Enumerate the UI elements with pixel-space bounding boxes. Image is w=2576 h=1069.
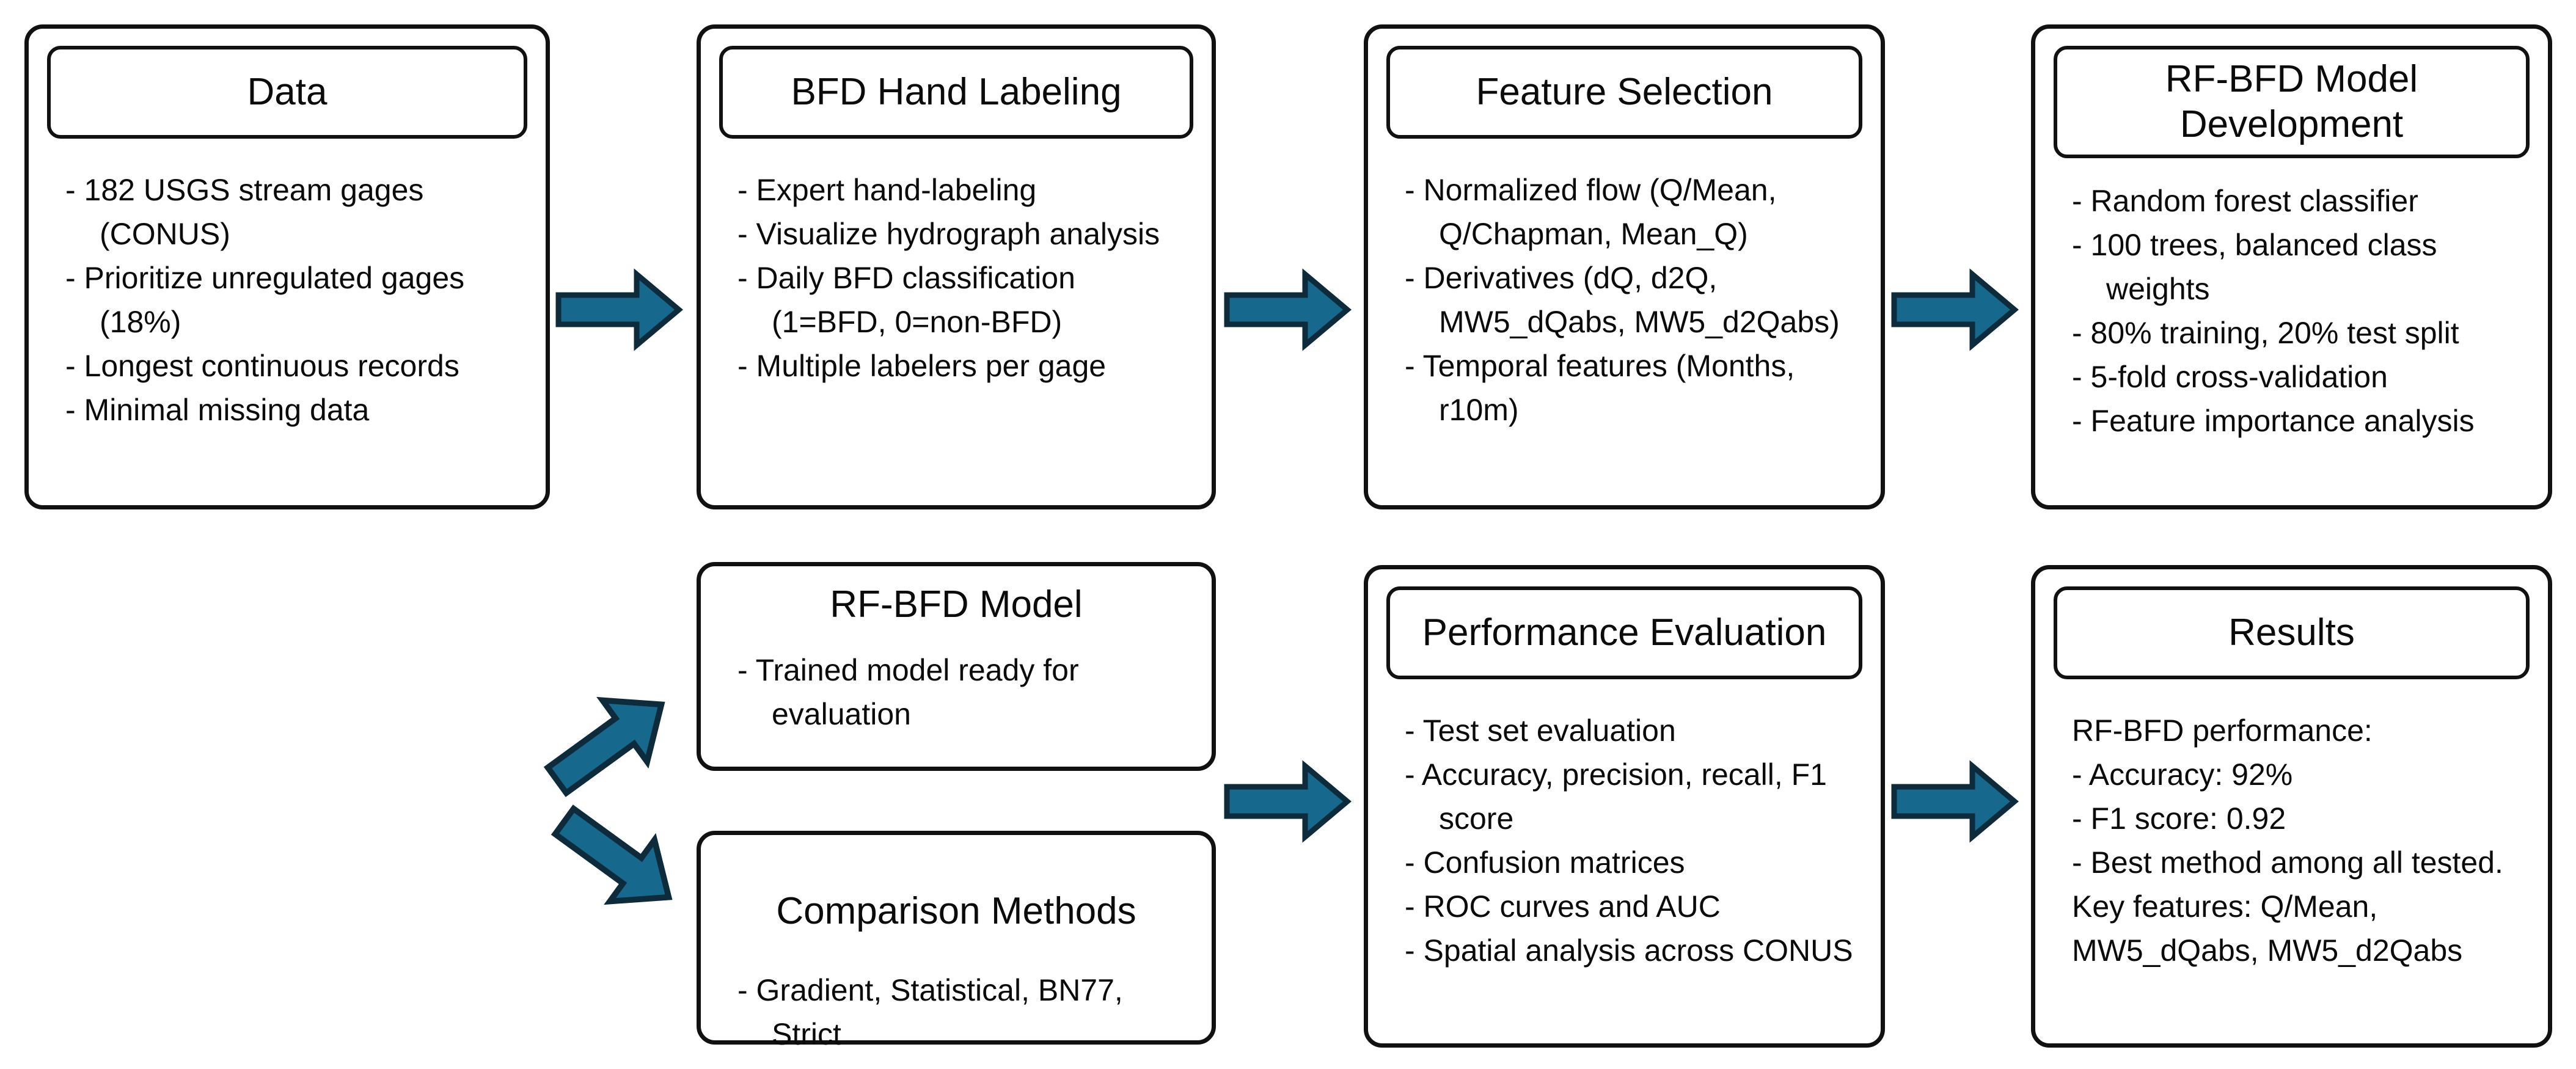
box-comparison-methods-items: - Gradient, Statistical, BN77, Strict	[701, 968, 1212, 1056]
text-line: - Confusion matrices	[1405, 845, 1685, 880]
box-rf-bfd-model-development-title: RF-BFD Model Development	[2165, 58, 2418, 145]
text-line: - Multiple labelers per gage	[737, 349, 1107, 383]
split-arrow-up-right-icon	[543, 696, 665, 797]
box-comparison-methods: Comparison Methods - Gradient, Statistic…	[697, 831, 1216, 1051]
text-line: - F1 score: 0.92	[2072, 801, 2286, 836]
text-line: - Spatial analysis across CONUS	[1405, 933, 1853, 968]
box-rf-bfd-model-items: - Trained model ready for evaluation	[701, 648, 1212, 736]
text-line: - Test set evaluation	[1405, 713, 1676, 748]
text-line: - 182 USGS stream gages (CONUS)	[65, 173, 424, 251]
box-feature-selection-items: - Normalized flow (Q/Mean, Q/Chapman, Me…	[1368, 168, 1881, 432]
text-line: - 100 trees, balanced class weights	[2072, 228, 2437, 306]
flow-arrow-right-icon-3	[1891, 268, 2019, 351]
box-performance-evaluation-title: Performance Evaluation	[1422, 611, 1827, 654]
flow-arrow-right-icon-2	[1224, 268, 1352, 351]
text-line: - Visualize hydrograph analysis	[737, 217, 1160, 251]
box-rf-bfd-model-development-titlebox: RF-BFD Model Development	[2054, 46, 2530, 158]
text-line: RF-BFD performance:	[2072, 713, 2373, 748]
box-feature-selection-titlebox: Feature Selection	[1386, 46, 1862, 139]
text-line: - Accuracy, precision, recall, F1 score	[1405, 757, 1827, 836]
box-bfd-hand-labeling-title: BFD Hand Labeling	[791, 71, 1122, 113]
box-bfd-hand-labeling-titlebox: BFD Hand Labeling	[719, 46, 1193, 139]
text-line: - Random forest classifier	[2072, 184, 2418, 218]
box-rf-bfd-model-development-items: - Random forest classifier - 100 trees, b…	[2035, 179, 2548, 443]
text-line: - 80% training, 20% test split	[2072, 316, 2459, 350]
text-line: - Longest continuous records	[65, 349, 459, 383]
flow-arrow-right-icon-5	[1891, 760, 2019, 843]
box-performance-evaluation-titlebox: Performance Evaluation	[1386, 586, 1862, 679]
box-rf-bfd-model: RF-BFD Model - Trained model ready for e…	[697, 562, 1216, 771]
text-line: - Gradient, Statistical, BN77, Strict	[737, 973, 1123, 1051]
flow-arrow-right-icon-1	[555, 268, 683, 351]
split-arrow-down-right-icon	[551, 804, 673, 905]
box-results: Results RF-BFD performance: - Accuracy: 9…	[2031, 565, 2552, 1048]
text-line: Key features: Q/Mean, MW5_dQabs, MW5_d2Q…	[2072, 889, 2463, 968]
text-line: - Best method among all tested.	[2072, 845, 2503, 880]
box-rf-bfd-model-development: RF-BFD Model Development - Random forest…	[2031, 24, 2552, 509]
box-data-title: Data	[247, 71, 327, 113]
text-line: - Temporal features (Months, r10m)	[1405, 349, 1795, 427]
box-performance-evaluation-items: - Test set evaluation - Accuracy, precisi…	[1368, 709, 1881, 972]
box-data-titlebox: Data	[47, 46, 527, 139]
text-line: - Minimal missing data	[65, 393, 370, 427]
box-rf-bfd-model-title: RF-BFD Model	[830, 583, 1083, 626]
text-line: - Expert hand-labeling	[737, 173, 1037, 207]
text-line: - Normalized flow (Q/Mean, Q/Chapman, Me…	[1405, 173, 1777, 251]
text-line: - Daily BFD classification (1=BFD, 0=non…	[737, 261, 1075, 339]
box-feature-selection-title: Feature Selection	[1476, 71, 1773, 113]
text-line: - Prioritize unregulated gages (18%)	[65, 261, 465, 339]
box-bfd-hand-labeling-items: - Expert hand-labeling - Visualize hydrog…	[701, 168, 1212, 388]
box-bfd-hand-labeling: BFD Hand Labeling - Expert hand-labeling…	[697, 24, 1216, 509]
text-line: - Feature importance analysis	[2072, 404, 2475, 438]
text-line: - Derivatives (dQ, d2Q, MW5_dQabs, MW5_d…	[1405, 261, 1840, 339]
flow-arrow-right-icon-4	[1224, 760, 1352, 843]
text-line: - Trained model ready for evaluation	[737, 653, 1079, 731]
box-data-items: - 182 USGS stream gages (CONUS) - Priorit…	[29, 168, 546, 432]
text-line: - ROC curves and AUC	[1405, 889, 1721, 924]
text-line: - Accuracy: 92%	[2072, 757, 2293, 792]
box-results-titlebox: Results	[2054, 586, 2530, 679]
box-comparison-methods-title: Comparison Methods	[776, 890, 1136, 932]
box-data: Data - 182 USGS stream gages (CONUS) - Pr…	[24, 24, 550, 509]
box-results-lines: RF-BFD performance: - Accuracy: 92% - F1 s…	[2035, 709, 2548, 972]
text-line: - 5-fold cross-validation	[2072, 360, 2388, 394]
box-performance-evaluation: Performance Evaluation - Test set evalua…	[1364, 565, 1885, 1048]
box-feature-selection: Feature Selection - Normalized flow (Q/M…	[1364, 24, 1885, 509]
box-results-title: Results	[2228, 611, 2355, 654]
